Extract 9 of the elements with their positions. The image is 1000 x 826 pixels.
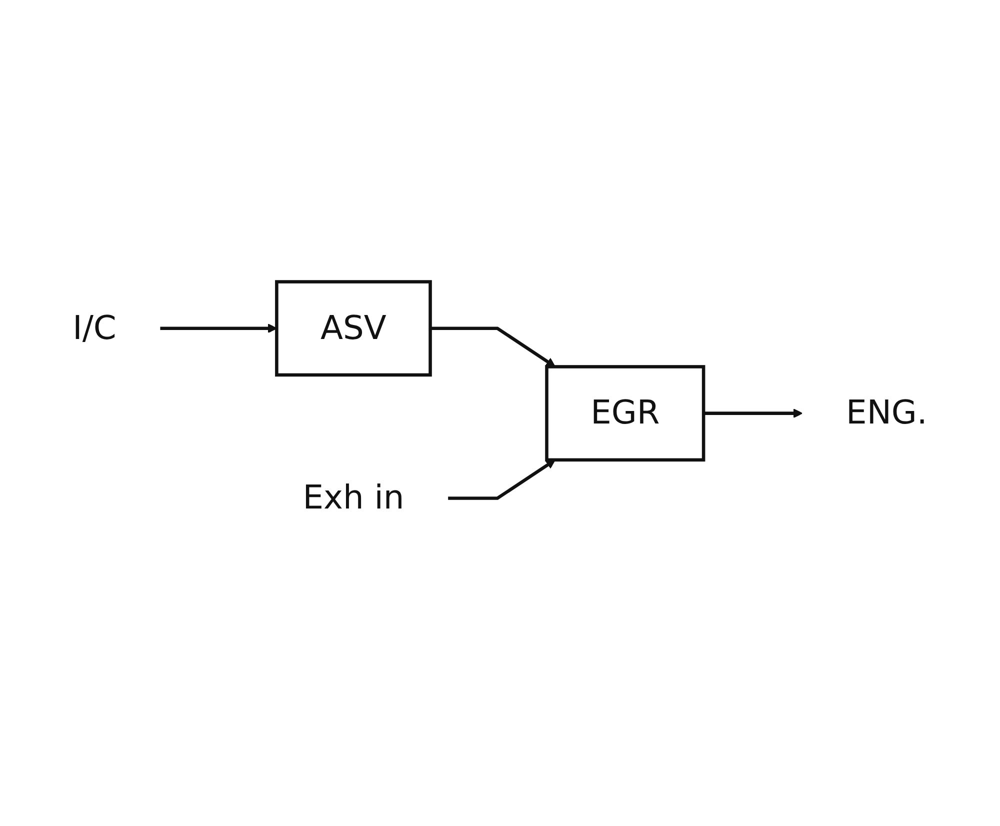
arrow (448, 459, 556, 500)
node-box: EGR (545, 364, 706, 462)
arrow (430, 326, 556, 367)
arrow (704, 408, 803, 418)
node-box: ASV (275, 280, 432, 376)
arrow (160, 323, 278, 333)
node-text: I/C (72, 308, 116, 348)
node-text: Exh in (302, 478, 404, 518)
node-text: ENG. (846, 394, 928, 432)
